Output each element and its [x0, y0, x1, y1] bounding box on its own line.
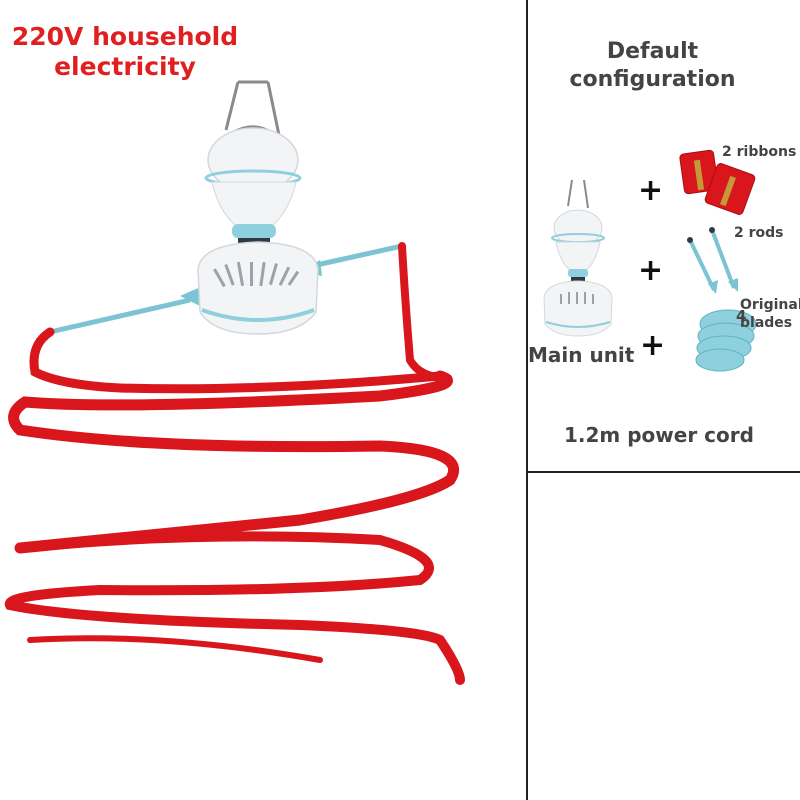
blades-count: 4: [736, 307, 747, 325]
config-title: Default configuration: [560, 38, 745, 94]
blades-label-line2: blades: [740, 315, 793, 331]
vertical-divider: [526, 0, 528, 800]
ribbons-label: 2 ribbons: [722, 144, 797, 160]
rods-label: 2 rods: [734, 225, 784, 241]
blades-label: Original blades: [740, 296, 800, 332]
main-unit-label: Main unit: [528, 343, 635, 367]
plus-icon: +: [638, 253, 664, 288]
config-title-line1: Default: [606, 39, 699, 64]
headline-line1: 220V household: [11, 22, 239, 51]
main-unit-image: [543, 179, 613, 337]
rods-image: [687, 227, 738, 294]
blades-image: [695, 309, 757, 372]
blades-label-line1: Original: [740, 297, 800, 313]
plus-icon: +: [638, 173, 664, 208]
headline-line2: electricity: [54, 52, 196, 81]
hanging-fan-illustration: [4, 80, 465, 685]
product-photo: 220V household electricity: [0, 22, 465, 685]
headline: 220V household electricity: [0, 22, 250, 82]
horizontal-divider: [527, 471, 800, 473]
config-title-line2: configuration: [569, 67, 736, 92]
red-ribbon-spiral: [4, 242, 465, 685]
fan-body: [197, 127, 319, 335]
power-cord-label: 1.2m power cord: [564, 423, 754, 447]
plus-icon: +: [640, 328, 666, 363]
ribbons-image: [679, 149, 756, 215]
